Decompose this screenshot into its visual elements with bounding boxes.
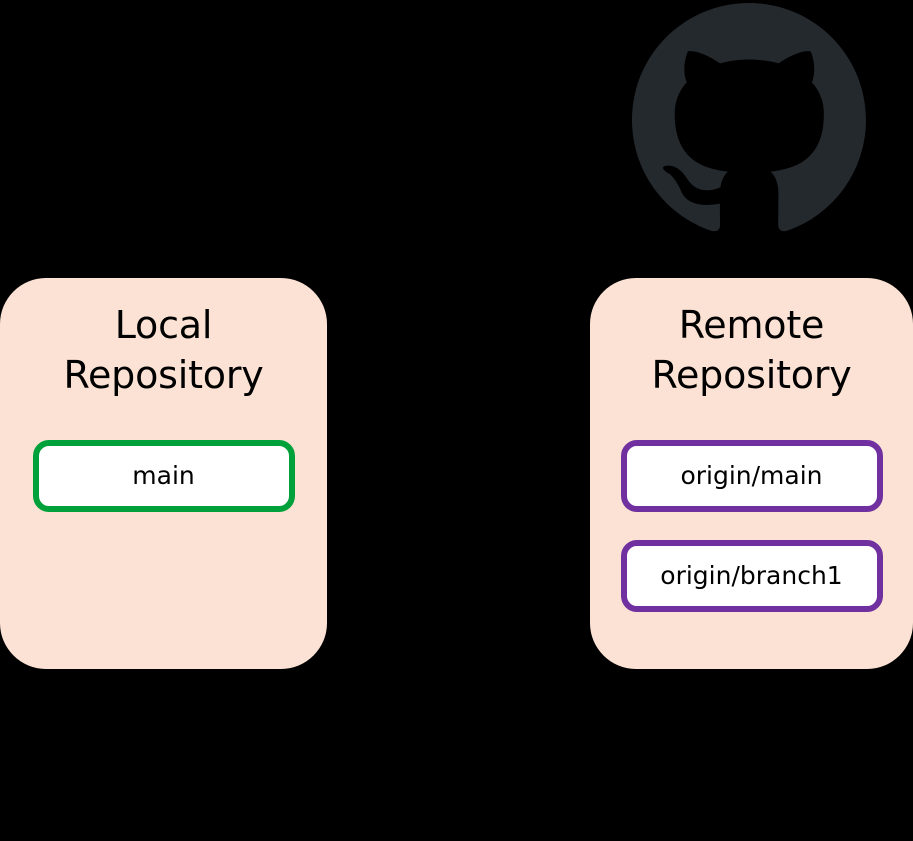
local-repository-panel: Local Repository main <box>0 278 327 669</box>
remote-branch-list: origin/main origin/branch1 <box>590 440 913 640</box>
local-repository-title: Local Repository <box>63 303 264 397</box>
branch-chip-main[interactable]: main <box>32 440 295 512</box>
remote-repository-title: Remote Repository <box>651 303 852 397</box>
remote-repository-panel: Remote Repository origin/main origin/bra… <box>590 278 913 669</box>
github-octocat-icon <box>632 3 866 237</box>
branch-chip-origin-branch1[interactable]: origin/branch1 <box>620 540 883 612</box>
local-branch-list: main <box>0 440 327 540</box>
branch-chip-origin-main[interactable]: origin/main <box>620 440 883 512</box>
